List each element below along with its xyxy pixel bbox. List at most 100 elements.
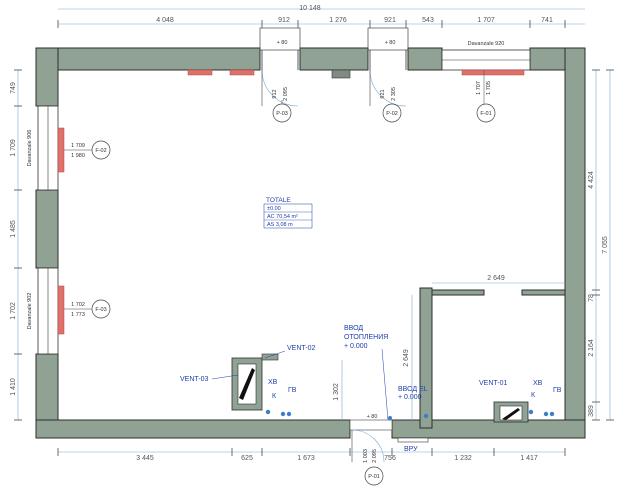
dim-left-segment: 1 702	[10, 302, 17, 320]
label-heating-inlet-2: ОТОПЛЕНИЯ	[344, 334, 388, 341]
window-tag-bubble	[91, 299, 111, 319]
electric-point	[423, 413, 429, 419]
totale-level: ±0.00	[267, 206, 281, 212]
window-height: 1 980	[71, 153, 85, 159]
door-tag-bubble	[364, 466, 384, 486]
dim-left-segment: 1 709	[10, 139, 17, 157]
radiator	[461, 69, 525, 76]
label-cold-water: ХВ	[268, 379, 278, 386]
dim-stair: 1 302	[333, 383, 340, 401]
pipe-point	[286, 411, 292, 417]
column-stub	[331, 69, 351, 79]
dim-inner-height: 2 649	[403, 349, 410, 367]
label-electric-inlet: ВВОД EL	[398, 386, 428, 393]
window-left-f02: Davanzale 906	[27, 105, 65, 191]
label-cold-water-2: ХВ	[533, 380, 543, 387]
radiator	[57, 127, 65, 173]
pipe-point	[265, 409, 271, 415]
dim-top-segment: 543	[422, 17, 434, 24]
door-width: 912	[272, 89, 278, 98]
dim-bottom-segment: 1 417	[520, 455, 538, 462]
door-width: 1 003	[363, 449, 369, 463]
dim-right-total: 7 055	[602, 236, 609, 254]
window-height: 1 705	[486, 81, 492, 95]
door-tag: P-03	[276, 111, 288, 117]
totale-box: TOTALE ±0.00 AC 70,54 m² AS 3,08 m	[263, 197, 313, 229]
wall-inner-left	[419, 287, 433, 429]
dim-bottom-segment: 1 673	[297, 455, 315, 462]
door-tag-bubble	[272, 103, 292, 123]
totale-area: AC 70,54 m²	[267, 214, 298, 220]
label-vent-02: VENT-02	[287, 345, 316, 352]
door-tag-bubble	[382, 103, 402, 123]
wall-top-2	[299, 47, 369, 71]
window-tag-f02: 1 709 1 980 F-02	[64, 140, 111, 160]
vent-shaft-02	[231, 353, 279, 411]
dim-chain-top: 10 148 4 048 912 1 276 921 543 1 707 741	[57, 5, 585, 28]
door-p01: + 80 1 003 2 095 P-01	[349, 414, 393, 486]
wall-inner-top-b	[521, 289, 566, 296]
wall-bottom-1	[35, 419, 351, 439]
window-width: 1 702	[71, 302, 85, 308]
dim-bottom-segment: 756	[384, 455, 396, 462]
window-tag-bubble	[476, 103, 496, 123]
door-height: 2 305	[391, 87, 397, 101]
dim-top-segment: 921	[384, 17, 396, 24]
label-sewer-2: К	[531, 392, 536, 399]
radiator-top-1	[187, 69, 213, 76]
window-sill-label: Davanzale 902	[27, 293, 33, 330]
window-tag-f01: 1 707 1 705 F-01	[476, 70, 496, 123]
window-tag-f03: 1 702 1 773 F-03	[64, 299, 111, 319]
label-electric-inlet-level: + 0.000	[398, 394, 422, 401]
dim-top-segment: 741	[541, 17, 553, 24]
walls	[35, 47, 586, 439]
door-width: 921	[380, 89, 386, 98]
radiator	[57, 285, 65, 335]
totale-title: TOTALE	[266, 197, 291, 204]
door-height: 2 095	[283, 87, 289, 101]
label-vent-01: VENT-01	[479, 380, 508, 387]
dim-bottom-segment: 3 445	[136, 455, 154, 462]
label-hot-water-2: ГВ	[553, 387, 562, 394]
wall-left-1	[35, 47, 59, 107]
window-sill-label: Davanzale 906	[27, 130, 33, 167]
wall-inner-top-a	[431, 289, 485, 296]
window-width: 1 707	[476, 81, 482, 95]
label-hot-water: ГВ	[288, 387, 297, 394]
dim-top-total: 10 148	[299, 5, 321, 12]
door-sill-height: + 80	[367, 414, 378, 420]
dim-bottom-segment: 1 232	[454, 455, 472, 462]
wall-top-1	[35, 47, 261, 71]
door-sill-height: + 80	[277, 40, 288, 46]
window-tag: F-01	[480, 111, 491, 117]
dim-left-segment: 1 410	[10, 378, 17, 396]
window-sill-label: Davanzale 920	[468, 41, 505, 47]
dim-bottom-segment: 625	[241, 455, 253, 462]
dim-left-segment: 1 485	[10, 220, 17, 238]
pipe-point	[528, 409, 534, 415]
dim-top-segment: 1 276	[329, 17, 347, 24]
dim-top-segment: 912	[278, 17, 290, 24]
window-top-f01: Davanzale 920	[441, 41, 531, 76]
pipe-point	[280, 411, 286, 417]
distribution-board	[397, 437, 429, 443]
dim-right-segment: 2 164	[588, 339, 595, 357]
door-tag: P-02	[386, 111, 398, 117]
wall-top-3	[407, 47, 443, 71]
label-heating-inlet-1: ВВОД	[344, 325, 363, 332]
wall-left-2	[35, 189, 59, 269]
totale-height: AS 3,08 m	[267, 222, 293, 228]
window-tag: F-03	[95, 307, 106, 313]
dim-inner-width: 2 649	[487, 275, 505, 282]
window-tag-bubble	[91, 140, 111, 160]
wall-right	[564, 47, 586, 439]
window-tag: F-02	[95, 148, 106, 154]
door-tag: P-01	[368, 474, 380, 480]
dim-chain-right: 4 424 78 2 164 389 7 055	[588, 69, 614, 421]
label-vent-03: VENT-03	[180, 376, 209, 383]
dim-right-segment: 78	[588, 294, 595, 302]
radiator-top-2	[229, 69, 255, 76]
window-left-f03: Davanzale 902	[27, 267, 65, 355]
dim-right-segment: 389	[588, 405, 595, 417]
